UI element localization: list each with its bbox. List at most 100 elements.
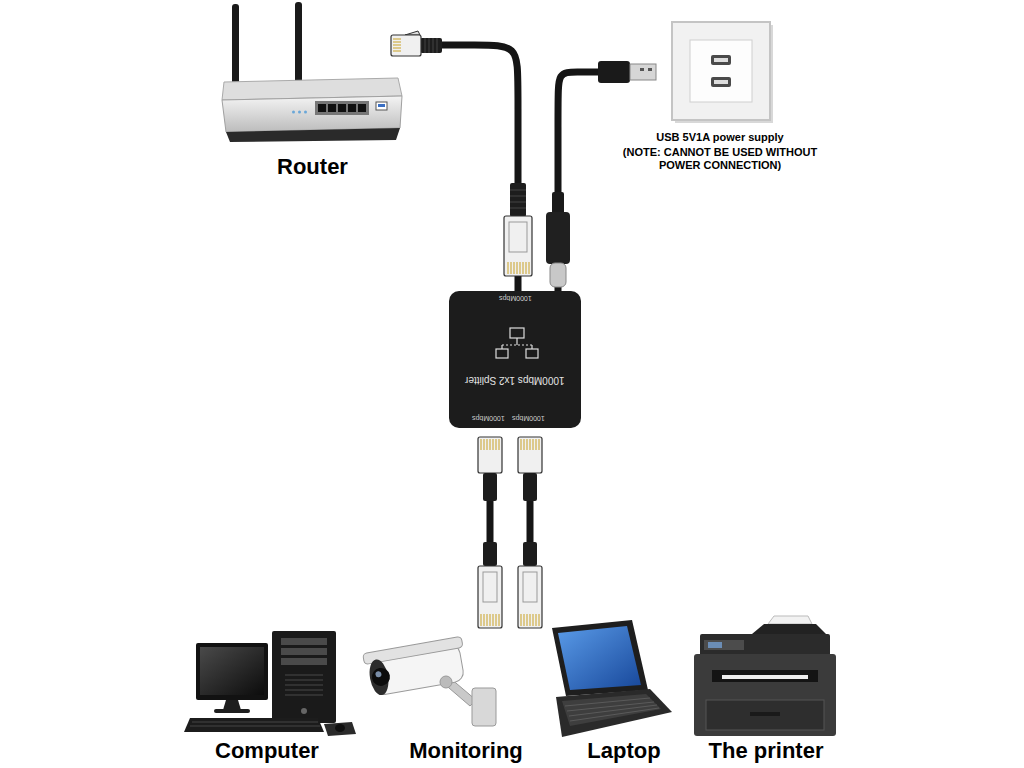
port-speed: 1000Mbps xyxy=(472,414,505,423)
plug-body xyxy=(504,216,532,276)
monitor-screen xyxy=(200,647,264,695)
printer-output-slot xyxy=(712,670,818,682)
computer-node: Computer xyxy=(182,628,352,764)
monitor-stand xyxy=(223,700,241,710)
cable xyxy=(527,501,534,542)
drive-bays xyxy=(281,638,327,665)
outlet-usb-slot xyxy=(711,55,731,65)
outlet-usb-tongue xyxy=(714,80,728,84)
keyboard xyxy=(184,718,324,732)
plug-body xyxy=(518,437,542,473)
printer-feeder xyxy=(752,624,826,634)
device-label: Monitoring xyxy=(409,738,523,764)
laptop-base xyxy=(556,689,672,737)
splitter-box: 1000Mbps 1000Mbps 1x2 Splitter 1000Mbps 100… xyxy=(449,291,581,428)
outlet-plate xyxy=(672,22,770,120)
laptop-node: Laptop xyxy=(559,628,689,764)
port-speed: 1000Mbps xyxy=(499,294,532,303)
camera-illustration xyxy=(363,636,496,726)
printer-panel xyxy=(704,640,744,650)
printer-body xyxy=(694,654,836,736)
usb-a-plug xyxy=(598,61,656,83)
outlet-inner xyxy=(690,40,752,102)
rj45-plug xyxy=(504,183,532,276)
router-node: Router xyxy=(215,0,410,180)
plug-boot xyxy=(420,38,442,53)
printer-tray-handle xyxy=(750,712,780,716)
printer-output-paper xyxy=(722,675,808,679)
computer-illustration xyxy=(184,631,356,736)
plug-boot xyxy=(523,542,537,566)
tower-grill xyxy=(285,675,323,695)
router-leds xyxy=(292,111,307,114)
plug-boot xyxy=(483,473,497,501)
router-illustration xyxy=(222,2,402,142)
outlet-usb-tongue xyxy=(714,58,728,62)
port-speed: 1000Mbps xyxy=(512,414,545,423)
plug-contacts xyxy=(521,439,539,450)
usb-c-tip xyxy=(550,263,566,287)
mouse-pad xyxy=(324,722,356,736)
icon-line xyxy=(516,338,517,345)
router-antenna xyxy=(232,4,239,88)
ethernet-cable xyxy=(410,45,518,291)
power-note: (NOTE: CANNOT BE USED WITHOUT POWER CONN… xyxy=(609,146,831,172)
camera-wall-plate xyxy=(472,688,496,726)
router-ports xyxy=(318,104,366,112)
pc-tower xyxy=(272,631,336,723)
plug-contacts xyxy=(521,614,539,626)
usb-c-plug xyxy=(546,192,570,287)
laptop-lid xyxy=(552,620,648,696)
rj45-plug xyxy=(391,31,442,56)
power-label: USB 5V1A power supply xyxy=(656,131,783,144)
plug-contacts xyxy=(481,439,499,450)
device-label: Router xyxy=(277,154,348,180)
printer-display xyxy=(708,642,722,648)
power-button xyxy=(301,708,307,714)
boot-ridges xyxy=(425,38,437,53)
icon-line xyxy=(502,344,532,345)
plug-latch xyxy=(523,572,537,602)
output-cable xyxy=(518,437,542,628)
router-port-frame xyxy=(315,101,369,115)
camera-housing-group xyxy=(363,636,469,697)
plug-body xyxy=(518,566,542,628)
usb-outlet-illustration xyxy=(672,22,773,123)
icon-line xyxy=(502,345,532,349)
usb-c-boot xyxy=(552,192,564,214)
laptop-screen xyxy=(558,626,641,690)
monitor-base xyxy=(214,709,250,713)
printer-illustration xyxy=(694,616,836,736)
boot-ridges xyxy=(510,190,526,208)
device-label: Laptop xyxy=(587,738,660,764)
plug-contacts xyxy=(393,39,401,51)
laptop-keyboard xyxy=(562,694,661,726)
printer-tray xyxy=(706,700,824,730)
mouse xyxy=(335,724,345,732)
plug-body xyxy=(478,437,502,473)
keyboard-keys xyxy=(190,722,320,726)
router-antenna xyxy=(295,2,302,88)
router-usb-port xyxy=(376,102,387,110)
monitor-frame xyxy=(196,643,268,700)
plug-latch xyxy=(483,572,497,602)
usb-a-body xyxy=(598,61,630,83)
router-base xyxy=(226,128,400,142)
icon-box xyxy=(510,328,524,338)
router-usb-tongue xyxy=(378,104,385,107)
output-cable xyxy=(478,437,502,628)
usb-c-body xyxy=(546,212,570,264)
product-name: 1000Mbps 1x2 Splitter xyxy=(465,374,565,386)
laptop-keys xyxy=(565,698,659,721)
plug-boot xyxy=(510,183,526,217)
usb-a-holes xyxy=(640,68,652,71)
plug-body xyxy=(478,566,502,628)
camera-node: Monitoring xyxy=(391,628,541,764)
cable xyxy=(487,501,494,542)
network-icon xyxy=(495,325,540,365)
plug-contacts xyxy=(508,262,529,274)
camera-lens xyxy=(371,666,392,687)
printer-lid xyxy=(700,634,830,656)
